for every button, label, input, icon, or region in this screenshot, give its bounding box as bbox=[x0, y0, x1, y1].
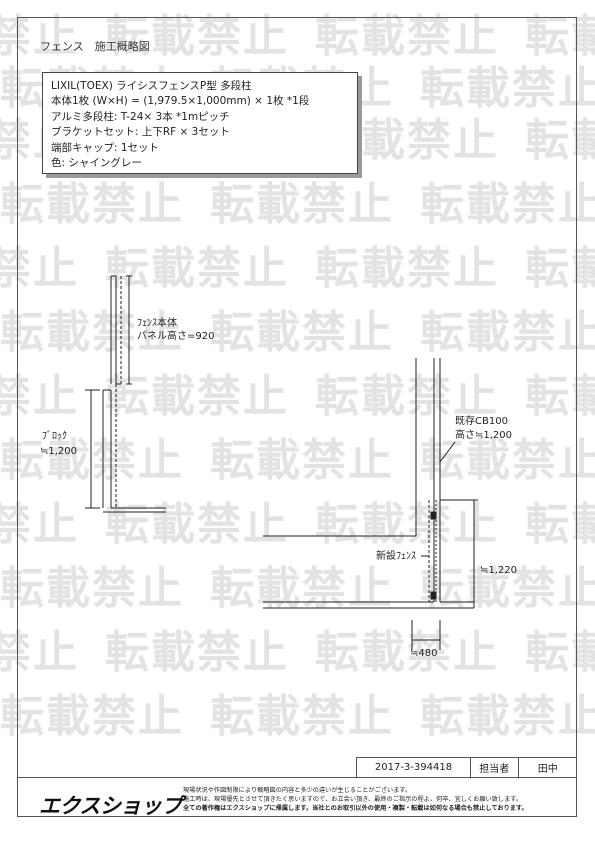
footer-notes: 現場状況や作図制限により概略図の内容と多少の違いが生じることがございます。 施工… bbox=[183, 786, 528, 813]
new-height-dimension bbox=[440, 499, 478, 608]
sheet-frame bbox=[17, 17, 577, 817]
new-fence-label: 新設ﾌｪﾝｽ bbox=[376, 551, 416, 562]
spec-line-post: アルミ多段柱: T-24× 3本 *1mピッチ bbox=[51, 110, 230, 123]
new-height-label: ≒1,220 bbox=[480, 565, 518, 576]
panel-height-dimension bbox=[126, 275, 132, 385]
title-block: 2017-3-394418 担当者 田中 bbox=[356, 757, 577, 777]
person-name: 田中 bbox=[537, 764, 558, 775]
spec-line-product: LIXIL(TOEX) ライシスフェンスP型 多段柱 bbox=[51, 80, 252, 92]
left-fence-panel bbox=[110, 275, 122, 385]
existing-cb-label: 既存CB100 bbox=[455, 416, 508, 427]
block-label: ﾌﾞﾛｯｸ bbox=[42, 431, 67, 442]
new-fence bbox=[428, 500, 437, 602]
offset-dimension bbox=[411, 620, 441, 650]
panel-height-label: パネル高さ=920 bbox=[137, 331, 215, 342]
spec-line-panel: 本体1枚 (W×H) = (1,979.5×1,000mm) × 1枚 *1段 bbox=[51, 95, 310, 108]
block-height-dimension bbox=[85, 389, 100, 509]
drawing-number: 2017-3-394418 bbox=[357, 758, 471, 777]
spec-line-bracket: ブラケットセット: 上下RF × 3セット bbox=[51, 126, 230, 139]
spec-box: LIXIL(TOEX) ライシスフェンスP型 多段柱 本体1枚 (W×H) = … bbox=[42, 72, 358, 174]
left-block bbox=[102, 384, 166, 513]
offset-label: ≒480 bbox=[410, 648, 438, 659]
existing-cb-height-label: 高さ≒1,200 bbox=[455, 430, 513, 441]
existing-cb-wall bbox=[263, 358, 474, 609]
block-height-label: ≒1,200 bbox=[40, 446, 78, 457]
footer: エクスショップ 現場状況や作図制限により概略図の内容と多少の違いが生じることがご… bbox=[17, 777, 577, 818]
exshop-logo: エクスショップ bbox=[39, 794, 182, 818]
existing-cb-leader bbox=[439, 441, 456, 463]
footer-note-3: 全ての著作権はエクスショップに帰属します。当社とのお取引以外の使用・複製・転載は… bbox=[183, 805, 528, 812]
person-label: 担当者 bbox=[471, 758, 519, 777]
footer-note-2: 施工時は、現場優先とさせて頂きたく思いますので、お立会い頂き、最終のご指示の程よ… bbox=[183, 796, 523, 803]
fence-body-label: ﾌｪﾝｽ本体 bbox=[137, 318, 177, 329]
footer-note-1: 現場状況や作図制限により概略図の内容と多少の違いが生じることがございます。 bbox=[183, 787, 412, 794]
spec-line-color: 色: シャイングレー bbox=[51, 157, 142, 170]
document-title: フェンス 施工概略図 bbox=[40, 40, 150, 53]
spec-line-cap: 端部キャップ: 1セット bbox=[51, 141, 160, 154]
